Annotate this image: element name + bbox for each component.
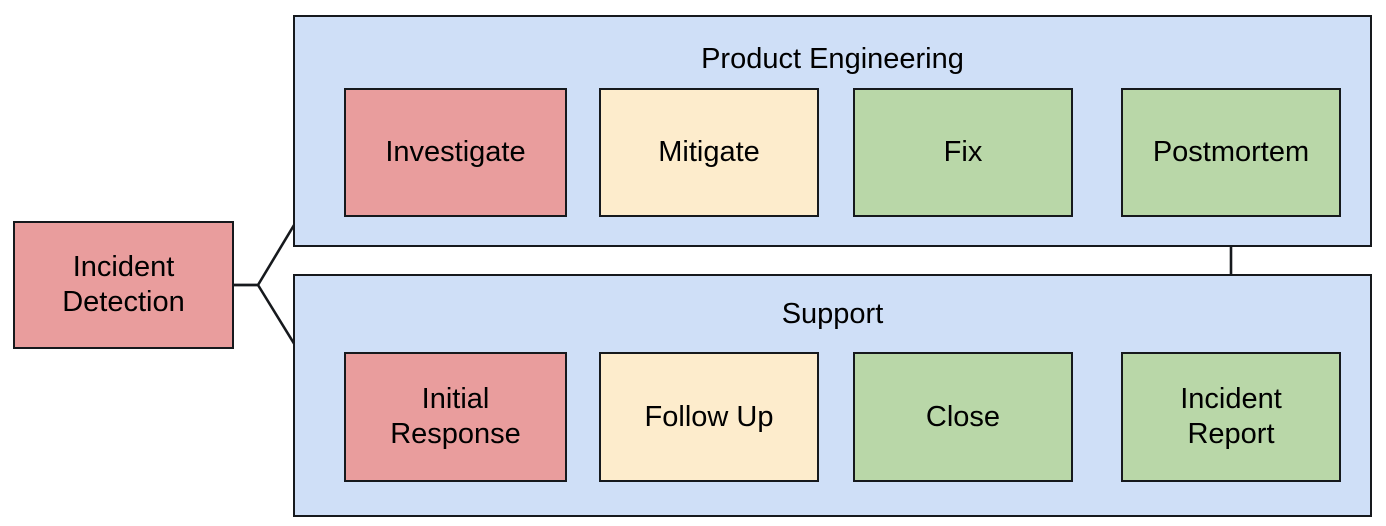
node-initial-response[interactable]: Initial Response xyxy=(344,352,567,482)
node-postmortem-label: Postmortem xyxy=(1152,136,1310,168)
node-initial-response-label: Initial Response xyxy=(390,383,521,450)
node-investigate-label: Investigate xyxy=(385,136,526,168)
node-incident-detection-label: Incident Detection xyxy=(62,251,185,318)
lane-product-engineering-title: Product Engineering xyxy=(701,43,964,75)
node-fix[interactable]: Fix xyxy=(853,88,1073,217)
node-close[interactable]: Close xyxy=(853,352,1073,482)
node-incident-report-label: Incident Report xyxy=(1180,383,1282,450)
lane-support-title: Support xyxy=(781,298,884,330)
node-investigate[interactable]: Investigate xyxy=(344,88,567,217)
node-mitigate[interactable]: Mitigate xyxy=(599,88,819,217)
node-follow-up-label: Follow Up xyxy=(644,400,774,433)
node-follow-up[interactable]: Follow Up xyxy=(599,352,819,482)
node-fix-label: Fix xyxy=(943,136,983,168)
node-postmortem[interactable]: Postmortem xyxy=(1121,88,1341,217)
node-incident-detection[interactable]: Incident Detection xyxy=(13,221,234,349)
node-incident-report[interactable]: Incident Report xyxy=(1121,352,1341,482)
node-mitigate-label: Mitigate xyxy=(658,136,760,168)
node-close-label: Close xyxy=(925,400,1001,433)
